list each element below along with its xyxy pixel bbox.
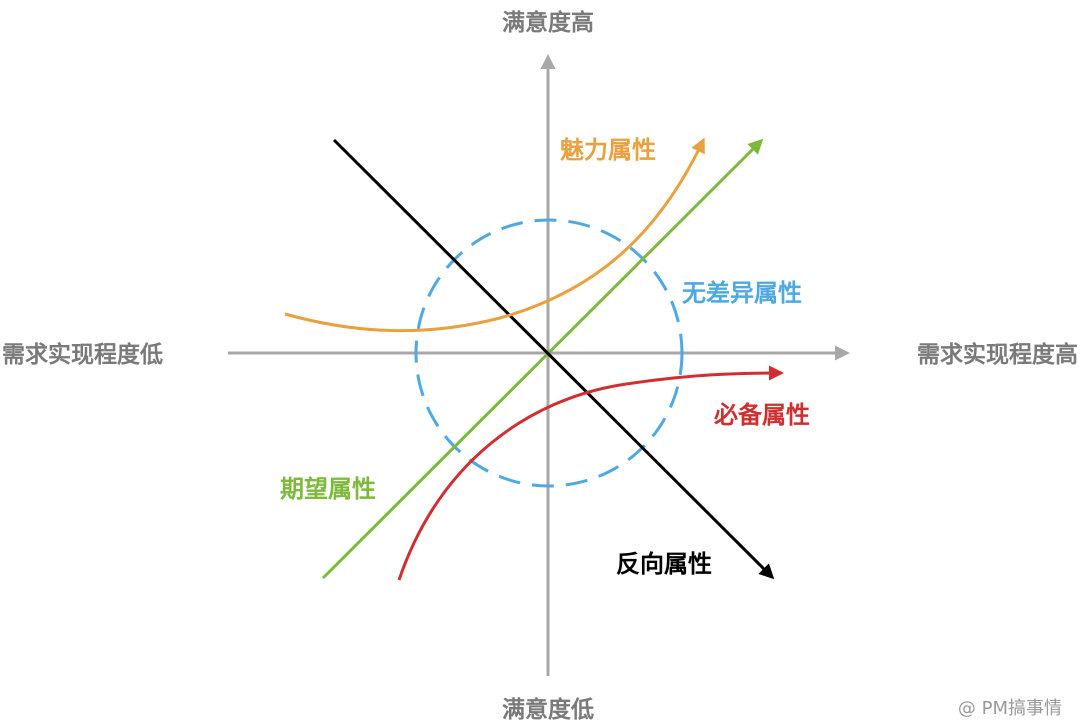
- one-dimensional-attribute-label: 期望属性: [280, 475, 376, 503]
- must-be-attribute-curve: [397, 365, 784, 581]
- indifferent-attribute-circle: [414, 218, 684, 488]
- y-axis-top-label: 满意度高: [502, 9, 594, 36]
- one-dimensional-attribute-line: [321, 138, 764, 580]
- y-axis-bottom-label: 满意度低: [502, 696, 594, 723]
- attractive-attribute-curve: [284, 137, 705, 333]
- x-axis-right-label: 需求实现程度高: [917, 341, 1078, 368]
- reverse-attribute-label: 反向属性: [616, 550, 712, 578]
- watermark: @ PM搞事情: [958, 698, 1062, 719]
- indifferent-attribute-label: 无差异属性: [682, 279, 802, 307]
- attractive-attribute-label: 魅力属性: [560, 136, 656, 164]
- must-be-attribute-label: 必备属性: [714, 401, 810, 429]
- reverse-attribute-line: [332, 138, 775, 580]
- x-axis-left-label: 需求实现程度低: [2, 341, 163, 368]
